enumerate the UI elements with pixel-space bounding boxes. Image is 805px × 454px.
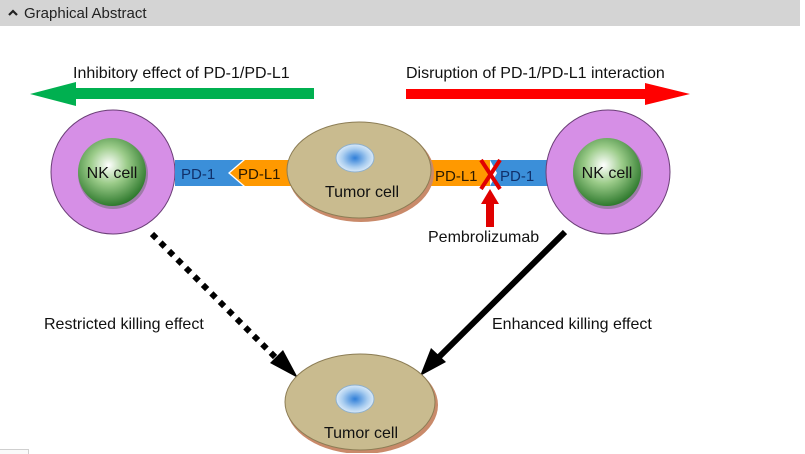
right-pdl1-label: PD-L1 bbox=[435, 168, 478, 185]
inhibitory-effect-label: Inhibitory effect of PD-1/PD-L1 bbox=[73, 65, 290, 82]
right-nk-cell-label: NK cell bbox=[582, 165, 633, 182]
green-left-arrow bbox=[30, 82, 314, 106]
bottom-panel-edge bbox=[0, 449, 29, 454]
bottom-tumor-cell: Tumor cell bbox=[284, 353, 438, 453]
restricted-killing-arrow bbox=[149, 231, 298, 378]
right-binding: PD-L1 PD-1 Pembrolizumab bbox=[428, 158, 548, 246]
left-pdl1-label: PD-L1 bbox=[238, 166, 281, 183]
enhanced-killing-label: Enhanced killing effect bbox=[492, 316, 652, 333]
pembrolizumab-up-arrow bbox=[481, 189, 499, 227]
left-pd1-label: PD-1 bbox=[181, 166, 215, 183]
top-tumor-cell: Tumor cell bbox=[286, 121, 434, 222]
section-title: Graphical Abstract bbox=[24, 4, 147, 22]
restricted-killing-label: Restricted killing effect bbox=[44, 316, 204, 333]
graphical-abstract-diagram: Inhibitory effect of PD-1/PD-L1 Disrupti… bbox=[30, 65, 690, 453]
disruption-label: Disruption of PD-1/PD-L1 interaction bbox=[406, 65, 665, 82]
chevron-up-icon[interactable] bbox=[6, 6, 20, 20]
graphical-abstract-header[interactable]: Graphical Abstract bbox=[0, 0, 800, 26]
red-right-arrow bbox=[406, 83, 690, 105]
bottom-tumor-cell-label: Tumor cell bbox=[324, 425, 398, 442]
right-nk-cell: NK cell bbox=[545, 109, 671, 235]
right-pd1-label: PD-1 bbox=[500, 168, 534, 185]
block-x-icon bbox=[479, 158, 502, 191]
left-binding: PD-1 PD-L1 bbox=[175, 160, 293, 186]
left-nk-cell-label: NK cell bbox=[87, 165, 138, 182]
enhanced-killing-arrow bbox=[420, 229, 568, 376]
pembrolizumab-label: Pembrolizumab bbox=[428, 229, 539, 246]
top-tumor-cell-label: Tumor cell bbox=[325, 184, 399, 201]
left-nk-cell: NK cell bbox=[50, 109, 176, 235]
